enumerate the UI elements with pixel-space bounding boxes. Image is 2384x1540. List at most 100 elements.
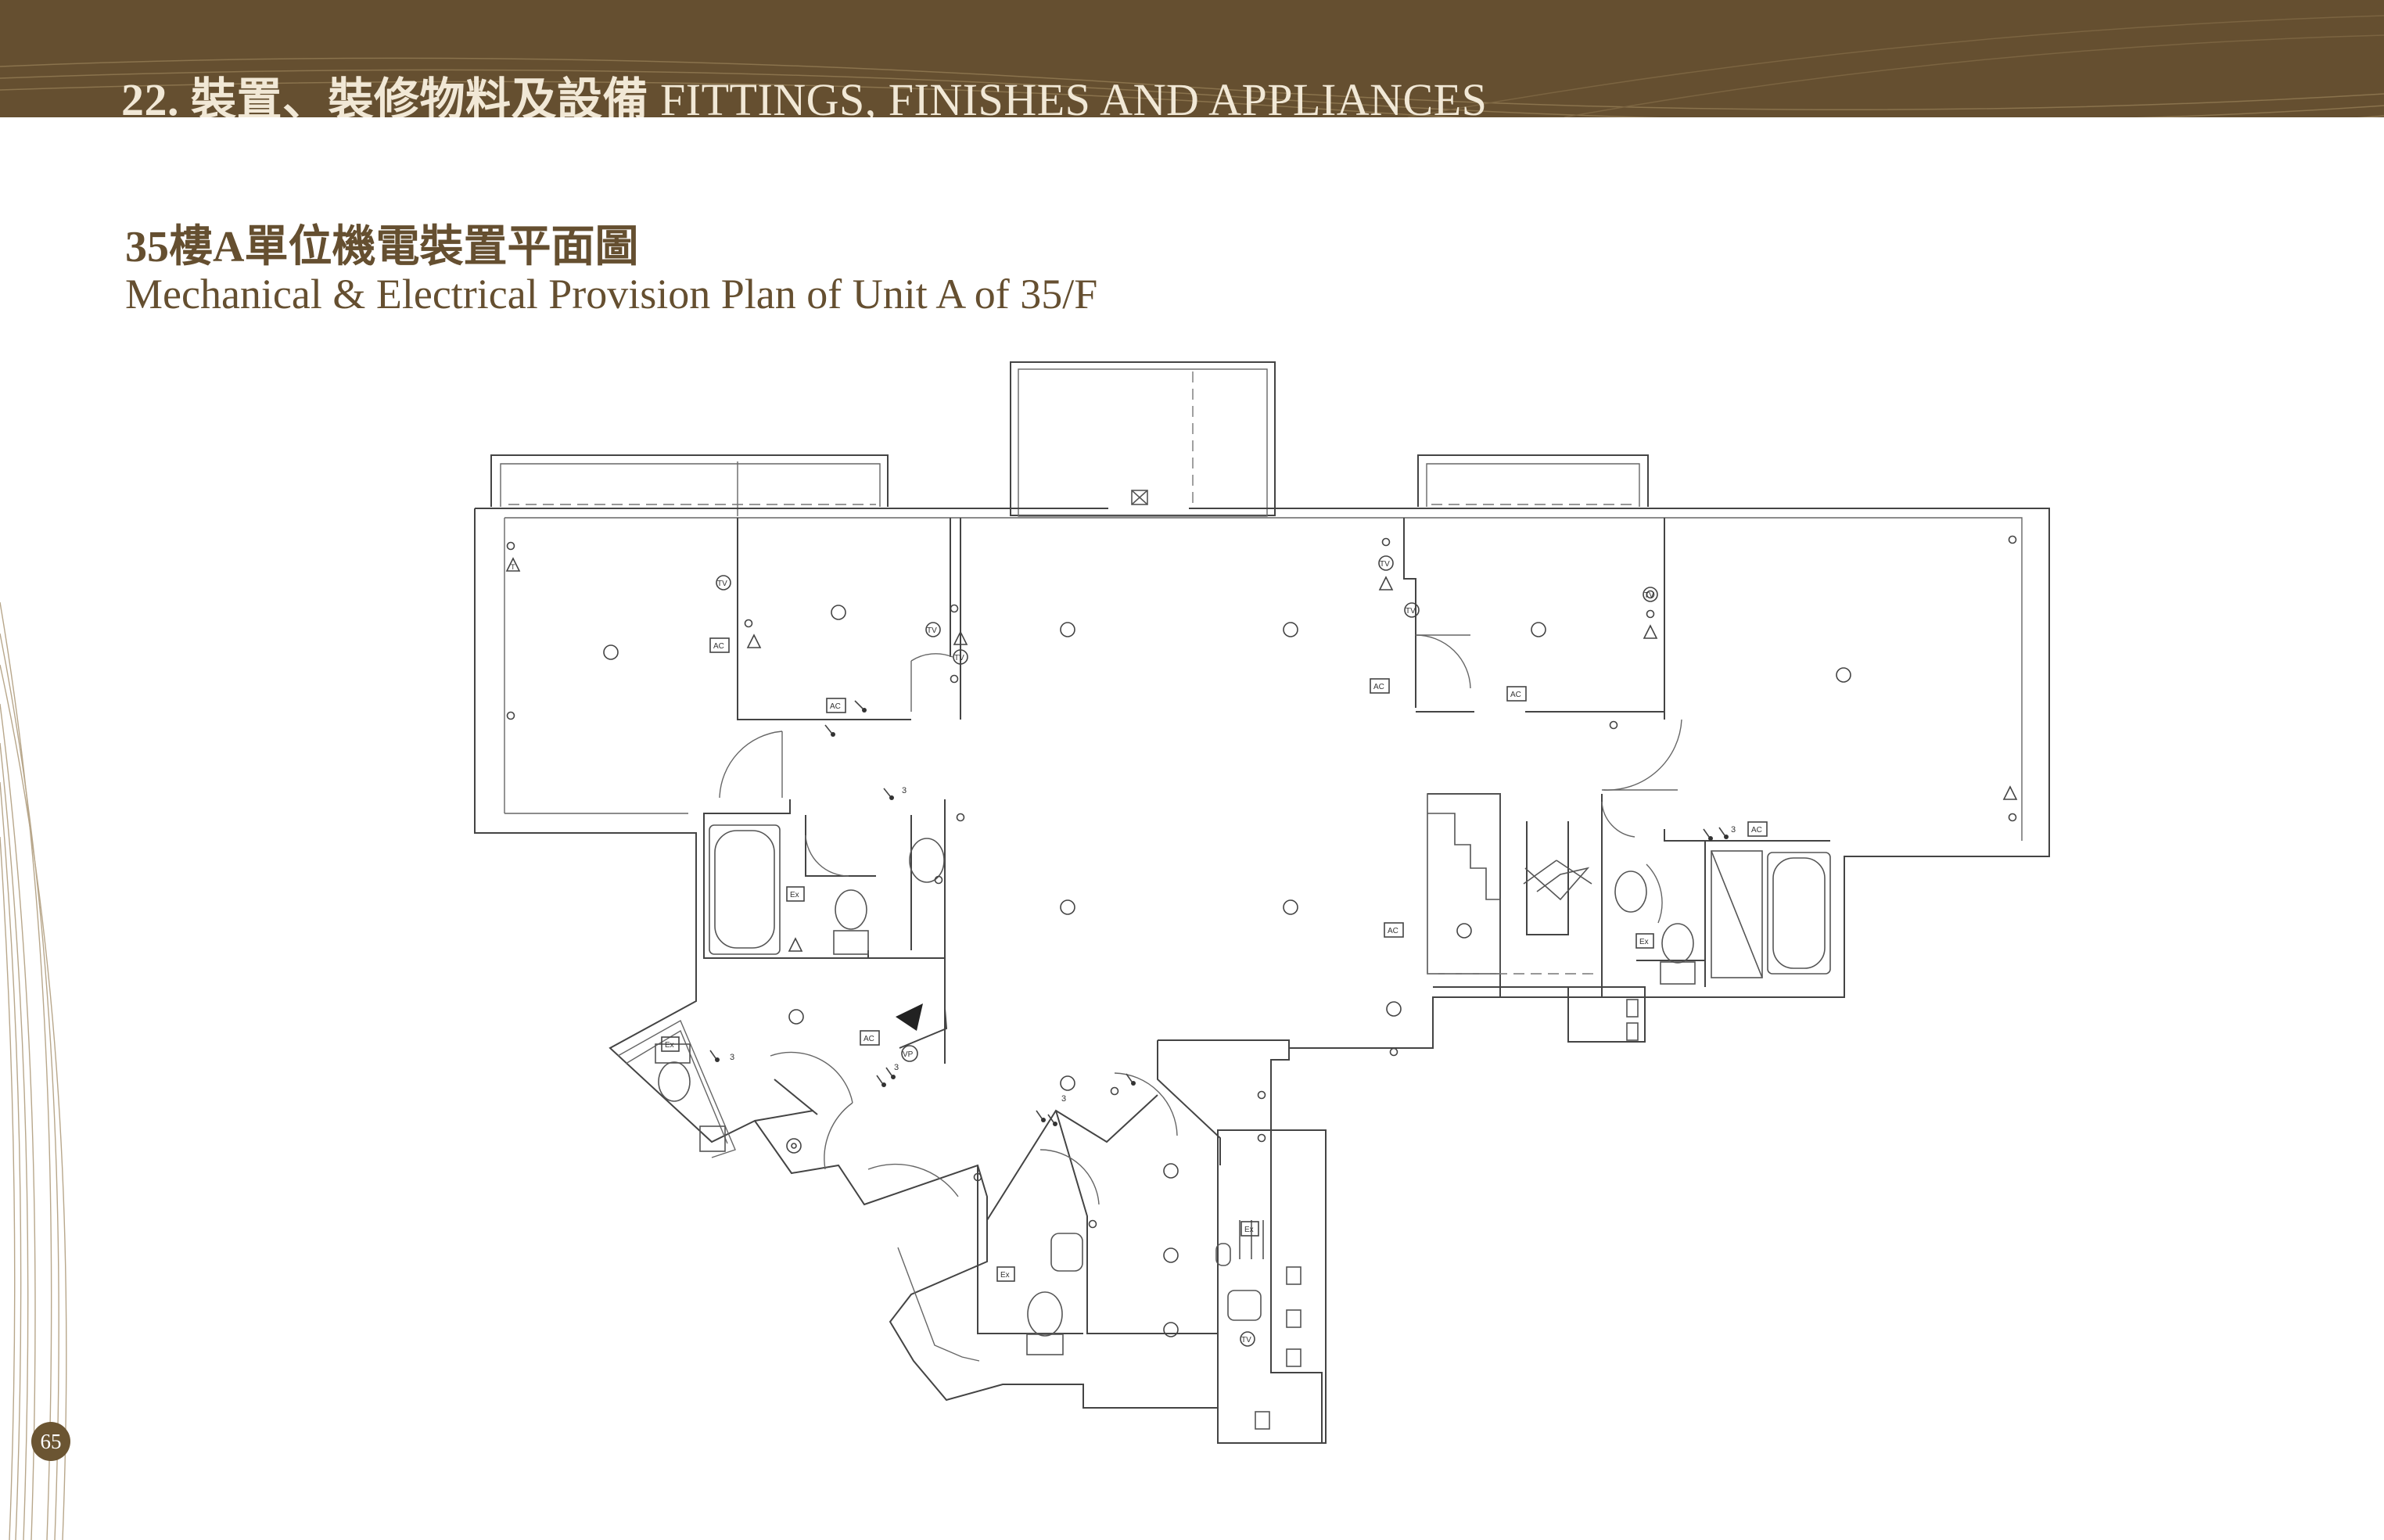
socket-outlet-icon <box>950 604 959 613</box>
socket-outlet-icon <box>1646 609 1655 619</box>
header-band: 22. 裝置、裝修物料及設備 FITTINGS, FINISHES AND AP… <box>0 0 2384 117</box>
outer-walls <box>474 508 2050 1444</box>
ac-point-icon: AC <box>1506 686 1527 702</box>
svg-text:3: 3 <box>730 1053 734 1062</box>
exhaust-fan-icon: Ex <box>1240 1221 1259 1237</box>
telephone-outlet-icon <box>953 630 968 645</box>
tv-outlet-icon: TV <box>925 622 941 637</box>
telephone-outlet-icon <box>1643 624 1658 639</box>
circuit-labels: 3 3 3 3 3 <box>730 786 1736 1104</box>
svg-text:3: 3 <box>902 786 907 795</box>
svg-text:Ex: Ex <box>665 1041 674 1050</box>
header-wave-decoration <box>0 15 2384 117</box>
socket-outlet-icon <box>1389 1047 1398 1057</box>
socket-outlet-icon <box>1381 537 1391 547</box>
socket-outlet-icon <box>1257 1133 1266 1143</box>
light-point-icon <box>1283 622 1298 637</box>
ac-point-icon: AC <box>1747 821 1768 837</box>
svg-text:Ex: Ex <box>1639 938 1649 946</box>
switches <box>709 700 1729 1126</box>
socket-outlet-icon <box>1088 1219 1097 1229</box>
plan-title-en: Mechanical & Electrical Provision Plan o… <box>125 271 1098 318</box>
light-point-icon <box>1163 1322 1179 1337</box>
light-point-icon <box>831 605 846 620</box>
svg-text:TV: TV <box>717 580 727 588</box>
light-point-icon <box>603 644 619 660</box>
svg-text:AC: AC <box>1388 927 1398 935</box>
bathroom-window-bay <box>617 1020 980 1362</box>
socket-outlet-icon <box>950 674 959 684</box>
light-point-icon <box>1163 1247 1179 1263</box>
ac-point-icon: AC <box>1384 922 1404 938</box>
svg-text:TV: TV <box>954 654 964 662</box>
svg-text:Ex: Ex <box>1244 1226 1254 1234</box>
svg-text:AC: AC <box>713 642 724 651</box>
stair-core <box>1427 793 1646 1043</box>
light-point-icon <box>1163 1163 1179 1179</box>
svg-text:TV: TV <box>1644 591 1654 600</box>
svg-text:AC: AC <box>1510 691 1521 699</box>
socket-outlet-icon <box>973 1172 982 1182</box>
light-point-icon <box>1456 923 1472 939</box>
exhaust-fans: Ex Ex Ex Ex Ex <box>661 886 1654 1282</box>
svg-text:AC: AC <box>1751 826 1762 835</box>
left-curve-decoration <box>0 602 67 1540</box>
socket-outlet-icon <box>956 813 965 822</box>
section-title-en: FITTINGS, FINISHES AND APPLIANCES <box>660 74 1488 117</box>
tv-outlet-icon: TV <box>953 649 968 665</box>
plan-title-zh: 35樓A單位機電裝置平面圖 <box>125 223 639 271</box>
section-title-zh: 裝置、裝修物料及設備 <box>191 74 649 117</box>
socket-outlet-icon <box>934 875 943 885</box>
section-title: 22. 裝置、裝修物料及設備 FITTINGS, FINISHES AND AP… <box>121 63 1487 117</box>
light-point-icon <box>1836 667 1851 683</box>
interior-walls <box>703 518 1830 1334</box>
svg-text:TV: TV <box>1380 560 1390 569</box>
socket-outlet-icon <box>506 711 515 720</box>
video-phone: VP <box>901 1045 918 1062</box>
balcony-top <box>1010 361 1276 517</box>
tv-outlet-icon: TV <box>1643 587 1658 602</box>
telephone-outlets: T <box>505 557 2018 952</box>
socket-outlet-icon <box>1646 590 1655 599</box>
ac-points: AC AC AC AC AC AC AC <box>709 637 1768 1046</box>
socket-outlet-icon <box>791 1143 797 1149</box>
socket-outlet-icon <box>1609 720 1618 730</box>
ac-point-icon: AC <box>860 1030 880 1046</box>
light-point-icon <box>1060 1075 1075 1091</box>
light-point-icon <box>1531 622 1546 637</box>
telephone-outlet-icon <box>505 557 521 572</box>
tv-outlet-icon: TV <box>1240 1331 1255 1347</box>
tv-outlets: TV TV TV TV TV TV TV <box>716 555 1658 1347</box>
svg-text:Ex: Ex <box>790 891 799 899</box>
light-point-icon <box>1386 1001 1402 1017</box>
svg-text:VP: VP <box>903 1050 914 1059</box>
light-point-icon <box>786 1138 802 1154</box>
page-number-badge: 65 <box>31 1422 70 1461</box>
exhaust-fan-icon: Ex <box>996 1266 1015 1282</box>
svg-text:T: T <box>511 563 515 571</box>
kitchen-balcony <box>1217 1129 1327 1444</box>
ac-point-icon: AC <box>826 698 846 713</box>
light-point-icon <box>1060 899 1075 915</box>
doors <box>719 634 1682 1205</box>
light-point-icon <box>788 1009 804 1025</box>
svg-text:3: 3 <box>1061 1094 1066 1104</box>
socket-outlet-icon <box>1257 1090 1266 1100</box>
telephone-outlet-icon <box>788 937 803 952</box>
socket-outlet-icon <box>506 541 515 551</box>
svg-text:3: 3 <box>1731 825 1736 835</box>
light-point-icon <box>1060 622 1075 637</box>
svg-text:AC: AC <box>863 1035 874 1043</box>
svg-text:AC: AC <box>830 702 841 711</box>
socket-outlet-icon <box>2008 813 2017 822</box>
ac-point-icon: AC <box>709 637 730 653</box>
socket-outlet-icon <box>1110 1086 1119 1096</box>
svg-text:TV: TV <box>1241 1336 1251 1344</box>
socket-outlet-icon <box>744 619 753 628</box>
svg-text:AC: AC <box>1373 683 1384 691</box>
telephone-outlet-icon <box>1378 576 1394 591</box>
tv-outlet-icon: TV <box>1404 602 1420 618</box>
tv-outlet-icon: TV <box>716 575 731 591</box>
section-number: 22. <box>121 74 179 117</box>
